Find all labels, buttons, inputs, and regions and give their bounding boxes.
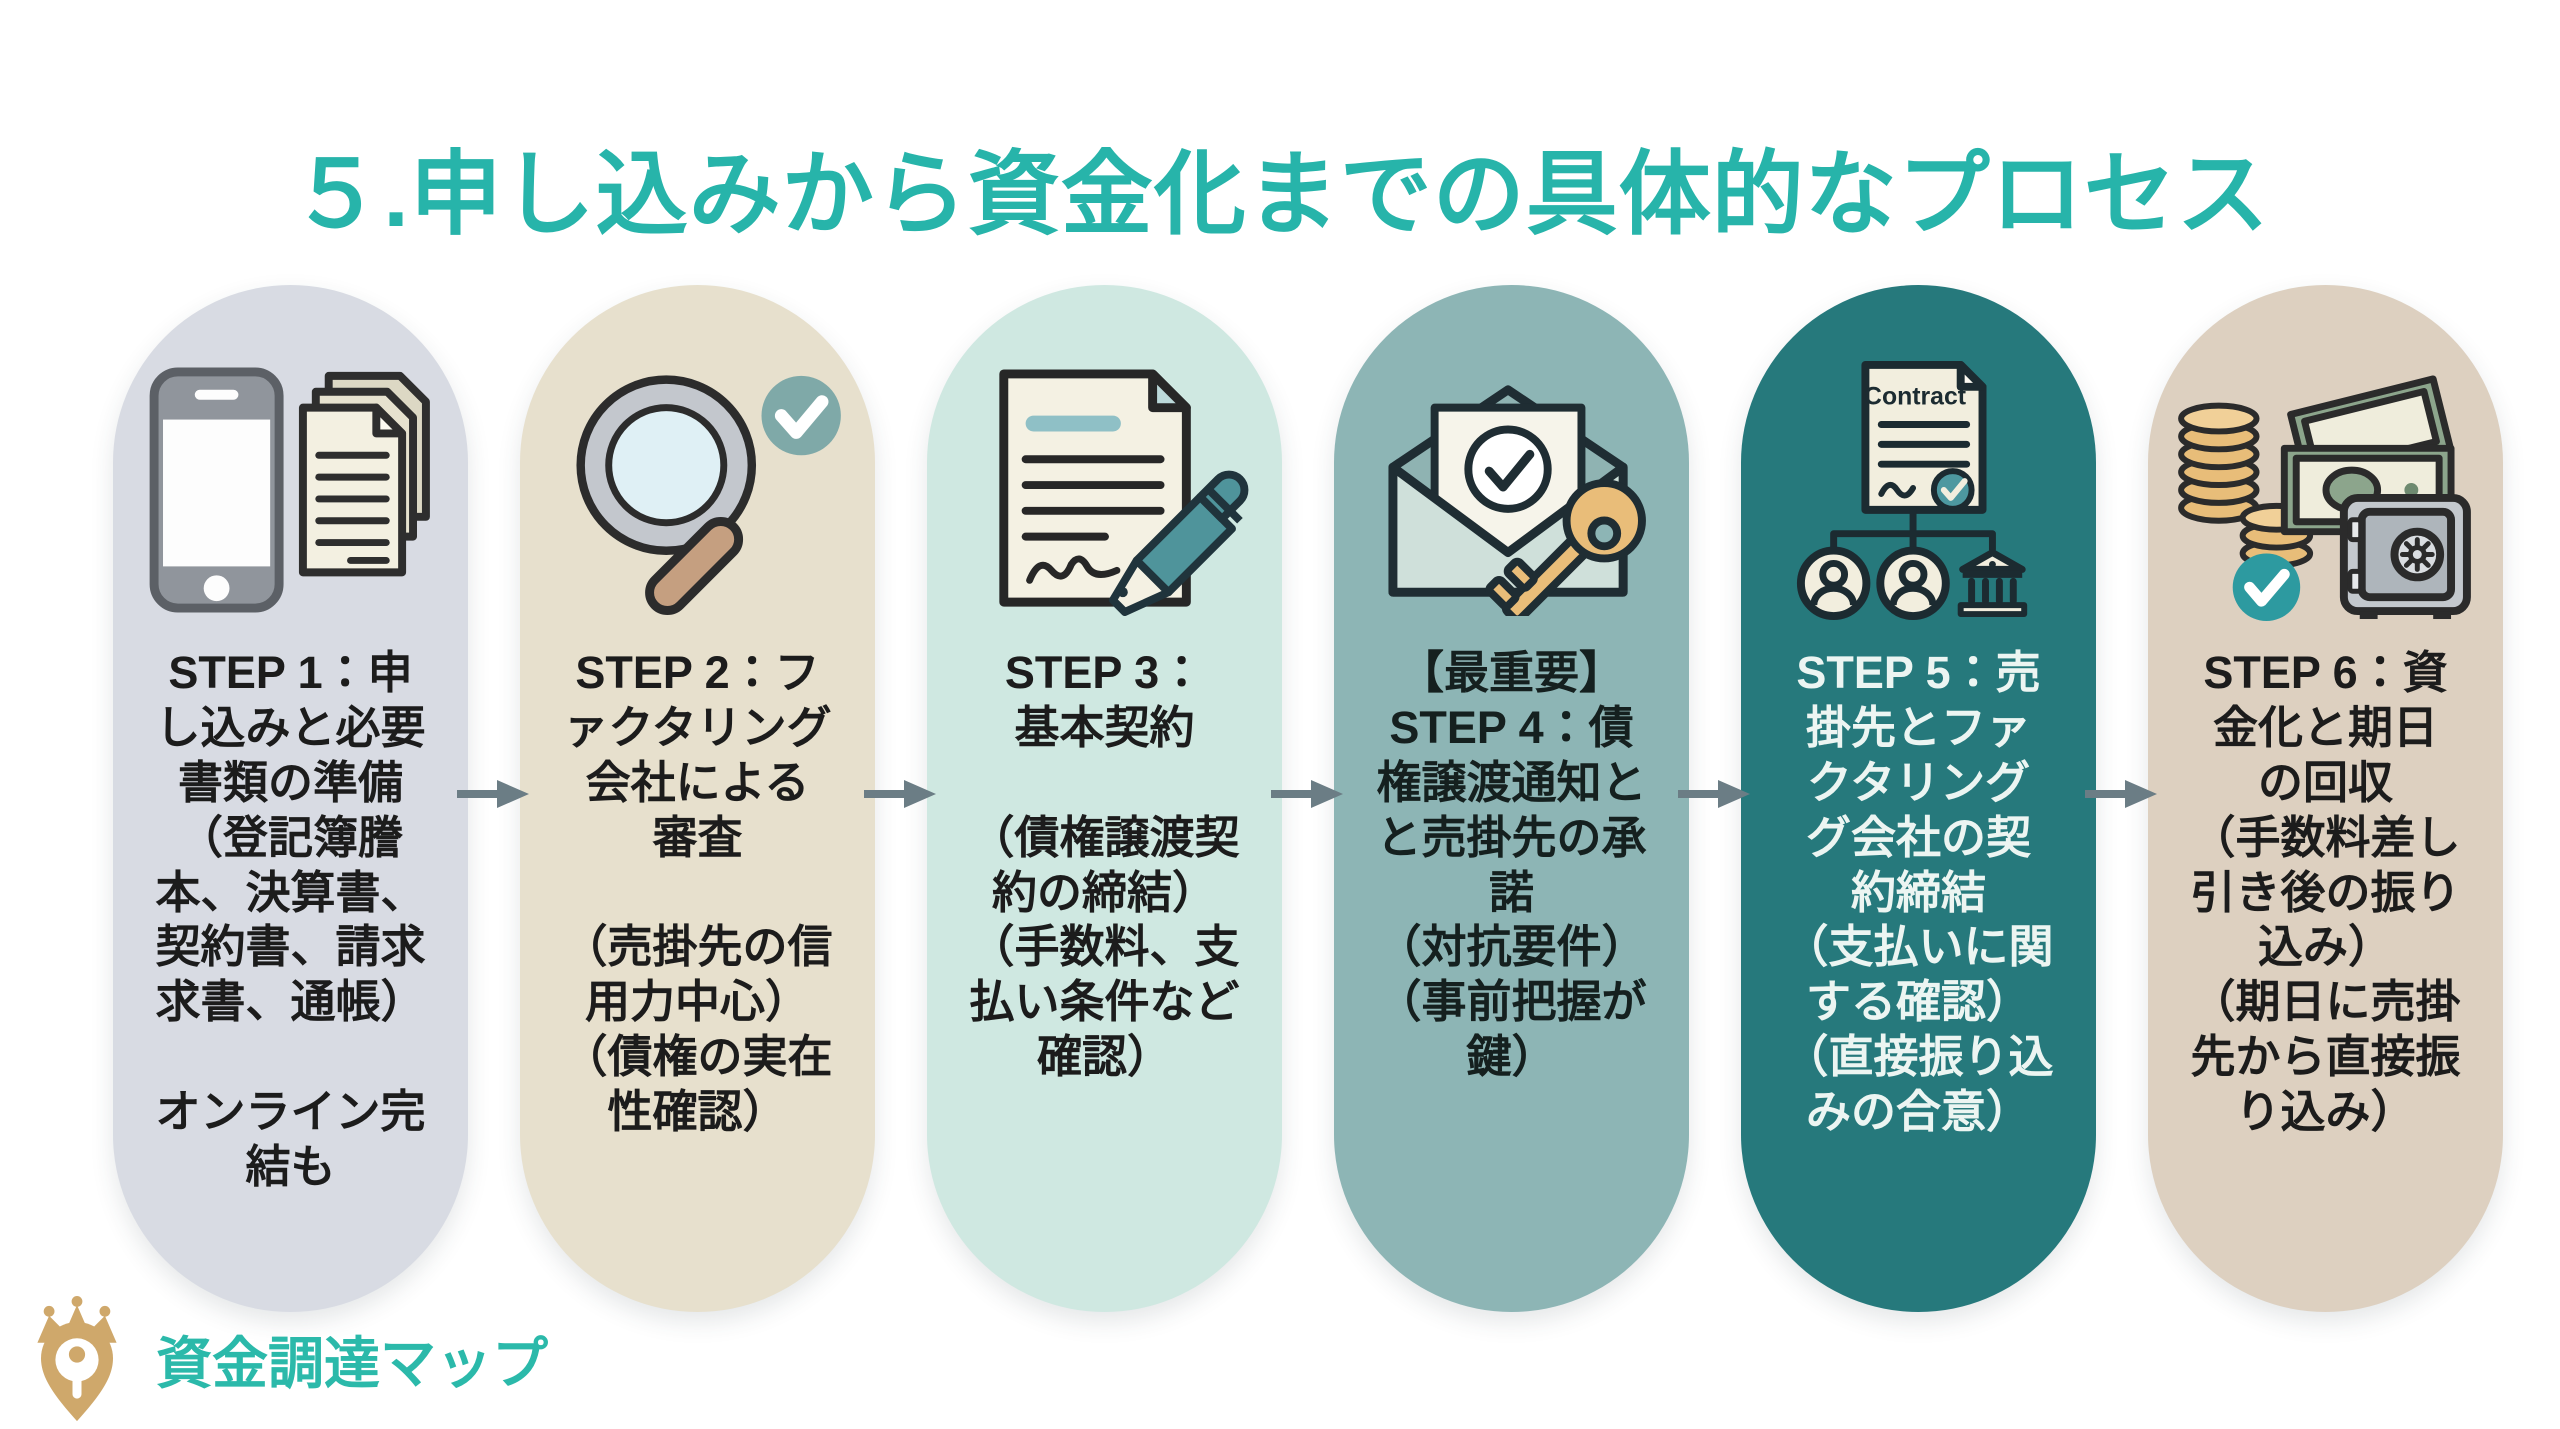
person-icon (1796, 546, 1870, 620)
envelope-key-icon (1387, 384, 1646, 616)
process-flow: STEP 1：申 し込みと必要 書類の準備 （登記簿謄 本、決算書、 契約書、請… (113, 285, 2503, 1312)
step-pill-4: 【最重要】 STEP 4：債 権譲渡通知と と売掛先の承 諾 （対抗要件） （事… (1334, 285, 1689, 1312)
step-4-text: 【最重要】 STEP 4：債 権譲渡通知と と売掛先の承 諾 （対抗要件） （事… (1376, 647, 1647, 1083)
check-circle-icon (2232, 553, 2300, 621)
contract-pen-icon (998, 368, 1248, 616)
step-6-text: STEP 6：資 金化と期日 の回収 （手数料差し 引き後の振り 込み） （期日… (2190, 647, 2461, 1138)
magnifier-check-icon (575, 374, 841, 615)
step-5-text: STEP 5：売 掛先とファ クタリング グ会社の契 約締結 （支払いに関 する… (1783, 647, 2054, 1138)
contract-parties-icon: Contract (1796, 360, 2027, 620)
step-pill-6: STEP 6：資 金化と期日 の回収 （手数料差し 引き後の振り 込み） （期日… (2148, 285, 2503, 1312)
step-pill-3: STEP 3： 基本契約 （債権譲渡契 約の締結） （手数料、支 払い条件など … (927, 285, 1282, 1312)
smartphone-documents-icon (149, 366, 430, 613)
page-title: ５.申し込みから資金化までの具体的なプロセス (290, 143, 2270, 246)
contract-label: Contract (1864, 383, 1966, 410)
brand-logo: 資金調達マップ (14, 1296, 548, 1422)
magnifier-icon (575, 374, 756, 615)
safe-icon (2339, 493, 2471, 619)
step-2-text: STEP 2：フ ァクタリング 会社による 審査 （売掛先の信 用力中心） （債… (562, 647, 833, 1138)
step-3-text: STEP 3： 基本契約 （債権譲渡契 約の締結） （手数料、支 払い条件など … (969, 647, 1240, 1083)
check-circle-icon (760, 375, 841, 455)
cash-safe-icon (2177, 374, 2471, 621)
smartphone-icon (149, 366, 284, 613)
step-pill-2: STEP 2：フ ァクタリング 会社による 審査 （売掛先の信 用力中心） （債… (520, 285, 875, 1312)
arrow-right-icon (457, 772, 529, 816)
step-1-text: STEP 1：申 し込みと必要 書類の準備 （登記簿謄 本、決算書、 契約書、請… (155, 647, 426, 1193)
step-pill-1: STEP 1：申 し込みと必要 書類の準備 （登記簿謄 本、決算書、 契約書、請… (113, 285, 468, 1312)
person-icon (1875, 546, 1950, 620)
arrow-right-icon (2085, 772, 2157, 816)
crown-map-pin-icon (37, 1296, 117, 1422)
arrow-right-icon (864, 772, 936, 816)
arrow-right-icon (1271, 772, 1343, 816)
brand-logo-text: 資金調達マップ (156, 1331, 548, 1395)
arrow-right-icon (1678, 772, 1750, 816)
bank-icon (1957, 548, 2027, 617)
key-icon (1484, 478, 1646, 616)
step-pill-5: Contract (1741, 285, 2096, 1312)
pen-icon (1108, 470, 1248, 616)
